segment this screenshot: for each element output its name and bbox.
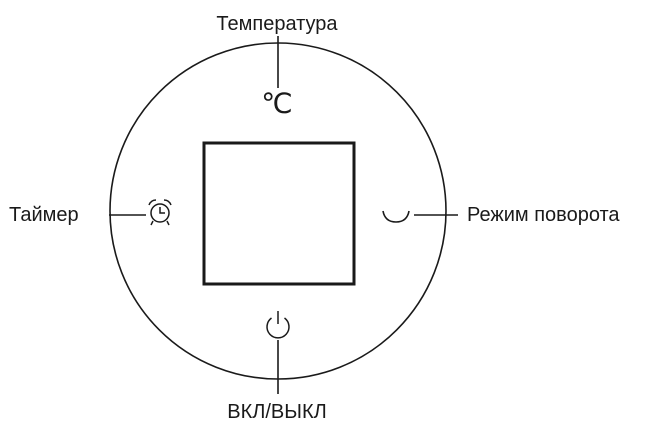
display-window <box>202 141 356 286</box>
temperature-label: Температура <box>216 13 338 35</box>
celsius-icon[interactable]: ℃ <box>261 87 293 120</box>
swing-arc-icon[interactable] <box>382 210 410 223</box>
rotation-mode-label: Режим поворота <box>467 204 620 226</box>
timer-label: Таймер <box>9 204 79 226</box>
power-label: ВКЛ/ВЫКЛ <box>227 401 327 423</box>
power-icon[interactable] <box>266 311 290 339</box>
alarm-clock-icon[interactable] <box>148 199 172 226</box>
